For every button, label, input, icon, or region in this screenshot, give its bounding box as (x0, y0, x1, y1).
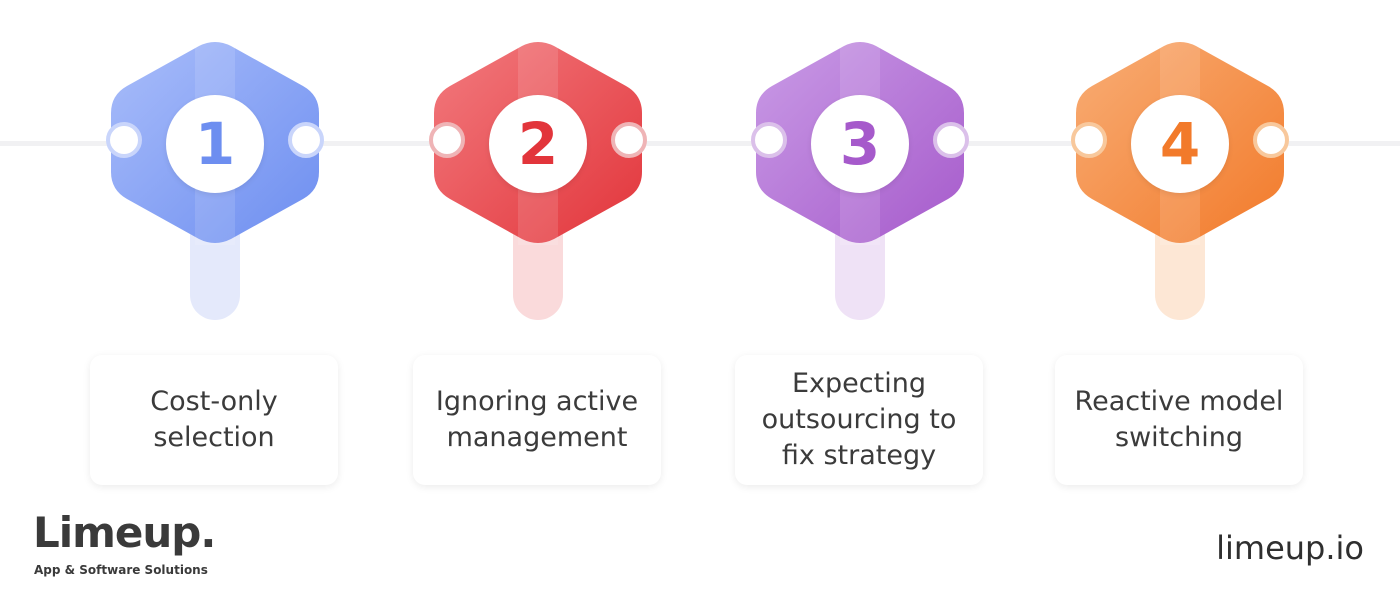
step-number: 4 (1119, 83, 1241, 205)
connector-node-left (429, 122, 465, 158)
site-url: limeup.io (1216, 529, 1364, 567)
step-card: Expecting outsourcing to fix strategy (735, 355, 983, 485)
connector-node-left (1071, 122, 1107, 158)
connector-node-right (1253, 122, 1289, 158)
step-number: 3 (799, 83, 921, 205)
step-card: Cost-only selection (90, 355, 338, 485)
step-number: 2 (477, 83, 599, 205)
step-card: Reactive model switching (1055, 355, 1303, 485)
step-label: Cost-only selection (150, 386, 278, 453)
connector-node-right (611, 122, 647, 158)
timeline-line (0, 141, 1400, 146)
connector-node-left (751, 122, 787, 158)
step-card: Ignoring active management (413, 355, 661, 485)
connector-node-left (106, 122, 142, 158)
step-2: 2 Ignoring active management (413, 0, 663, 490)
step-number: 1 (154, 83, 276, 205)
step-1: 1 Cost-only selection (90, 0, 340, 490)
connector-node-right (288, 122, 324, 158)
brand-logo: Limeup. (33, 508, 216, 557)
brand-tagline: App & Software Solutions (34, 563, 208, 577)
connector-node-right (933, 122, 969, 158)
step-label: Expecting outsourcing to fix strategy (761, 368, 957, 471)
step-3: 3 Expecting outsourcing to fix strategy (735, 0, 985, 490)
step-label: Ignoring active management (435, 386, 639, 453)
step-label: Reactive model switching (1074, 386, 1284, 453)
step-4: 4 Reactive model switching (1055, 0, 1305, 490)
